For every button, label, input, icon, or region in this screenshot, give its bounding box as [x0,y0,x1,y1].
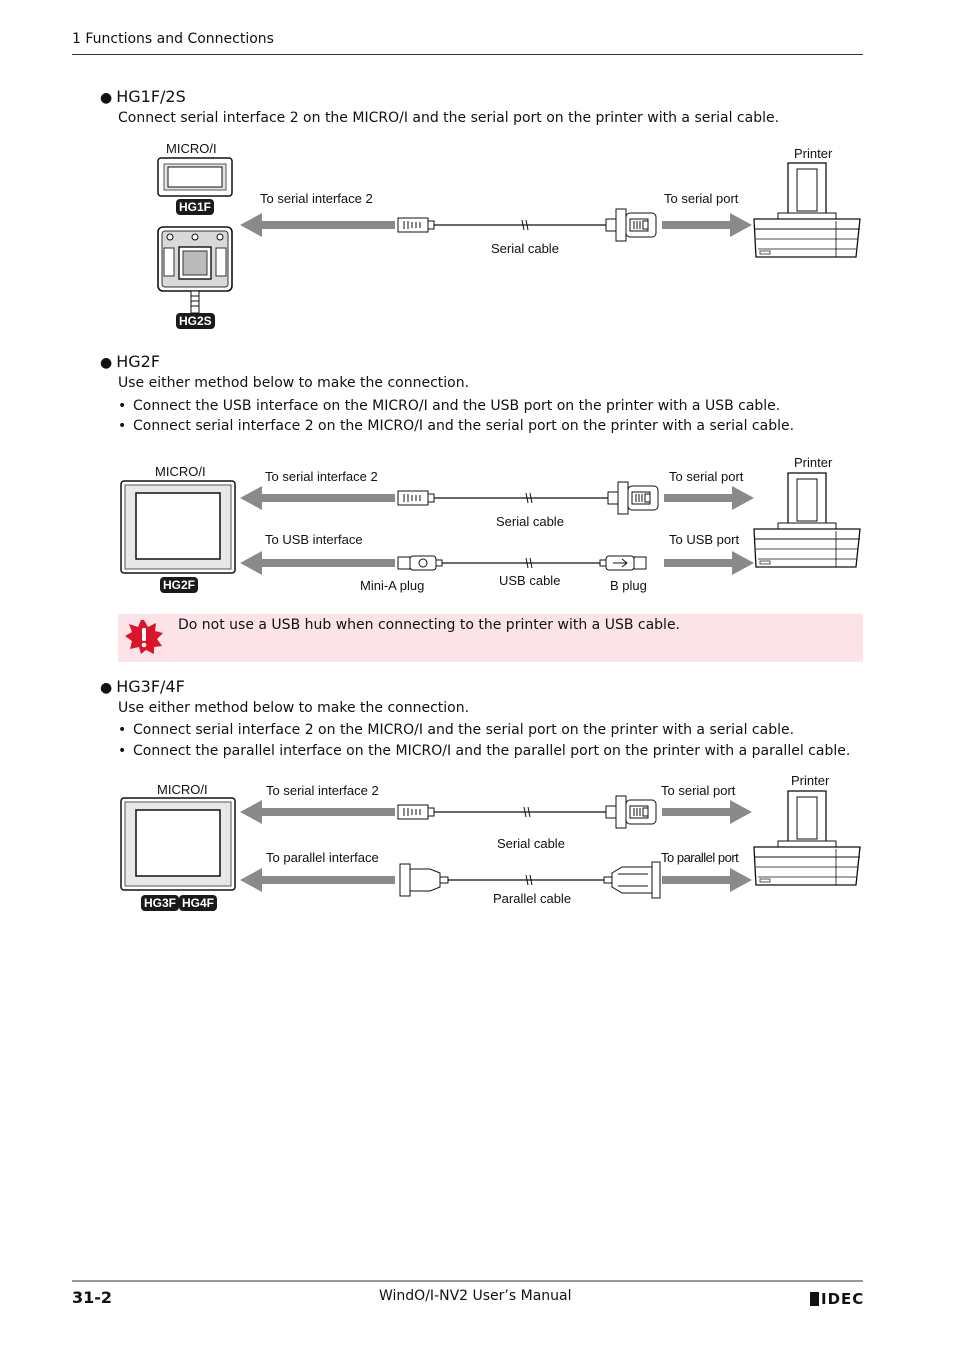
micro-i-label: MICRO/I [166,141,217,156]
section-title-hg2f: ●HG2F [100,352,161,371]
serial-socket [605,208,657,242]
header-rule [72,54,863,55]
micro-i-label: MICRO/I [155,464,206,479]
printer-icon [753,472,861,568]
model-badge: HG4F [179,895,218,911]
usb-cable-label: USB cable [499,573,561,588]
hg2s-device [157,226,233,314]
model-badge: HG2S [176,313,215,329]
hg3f-4f-device [120,797,236,891]
arrow-to-serial-interface [240,486,395,510]
section-intro: Use either method below to make the conn… [118,375,470,391]
arrow-to-serial-port [662,800,752,824]
to-serial-port-label: To serial port [661,783,736,798]
bullet-dot-icon: ● [100,355,113,371]
to-usb-port-label: To USB port [669,532,740,547]
hg1f-device [157,157,233,197]
parallel-plug-left [399,863,449,897]
caution-note-text: Do not use a USB hub when connecting to … [178,617,681,633]
list-item: •Connect the USB interface on the MICRO/… [118,398,781,414]
to-serial-interface-label: To serial interface 2 [266,783,379,798]
arrow-to-parallel-port [662,868,752,892]
section-title-hg3f-4f: ●HG3F/4F [100,677,185,696]
arrow-to-serial-port [662,213,752,237]
section-intro: Use either method below to make the conn… [118,700,470,716]
serial-socket [605,795,657,829]
section-title-hg1f-2s: ●HG1F/2S [100,87,186,106]
hg2f-device [120,480,236,574]
arrow-to-serial-port [664,486,754,510]
serial-plug [397,804,435,820]
to-serial-interface-label: To serial interface 2 [265,469,378,484]
page-number: 31-2 [72,1288,113,1307]
arrow-to-usb-port [664,551,754,575]
manual-title: WindO/I-NV2 User’s Manual [379,1288,572,1304]
serial-cable-label: Serial cable [497,836,565,851]
logo-mark-icon [810,1292,819,1306]
parallel-plug-right [603,861,661,899]
list-item: •Connect serial interface 2 on the MICRO… [118,722,795,738]
to-serial-port-label: To serial port [664,191,739,206]
arrow-to-usb-interface [240,551,395,575]
printer-label: Printer [791,773,830,788]
model-badge: HG3F [141,895,180,911]
serial-cable-label: Serial cable [496,514,564,529]
model-badge: HG2F [160,577,199,593]
serial-plug [397,490,435,506]
caution-note [118,614,863,662]
printer-icon [753,162,861,258]
usb-mini-a-plug [397,555,443,571]
to-usb-interface-label: To USB interface [265,532,363,547]
to-serial-interface-label: To serial interface 2 [260,191,373,206]
micro-i-label: MICRO/I [157,782,208,797]
arrow-to-serial-interface [240,800,395,824]
running-header: 1 Functions and Connections [72,31,274,47]
to-parallel-interface-label: To parallel interface [266,850,379,865]
printer-label: Printer [794,146,833,161]
printer-icon [753,790,861,886]
parallel-cable-label: Parallel cable [493,891,572,906]
b-plug-label: B plug [610,578,647,593]
section-text: Connect serial interface 2 on the MICRO/… [118,110,780,126]
serial-plug [397,217,435,233]
bullet-dot-icon: ● [100,680,113,696]
usb-b-plug [599,555,647,571]
to-parallel-port-label: To parallel port [661,850,739,865]
model-badge: HG1F [176,199,215,215]
serial-cable-label: Serial cable [491,241,559,256]
arrow-to-parallel-interface [240,868,395,892]
idec-logo: IDEC [810,1290,864,1308]
arrow-to-serial-interface [240,213,395,237]
list-item: •Connect the parallel interface on the M… [118,743,851,759]
mini-a-plug-label: Mini-A plug [360,578,425,593]
list-item: •Connect serial interface 2 on the MICRO… [118,418,795,434]
bullet-dot-icon: ● [100,90,113,106]
serial-socket [607,481,659,515]
to-serial-port-label: To serial port [669,469,744,484]
warning-icon [125,620,163,654]
printer-label: Printer [794,455,833,470]
